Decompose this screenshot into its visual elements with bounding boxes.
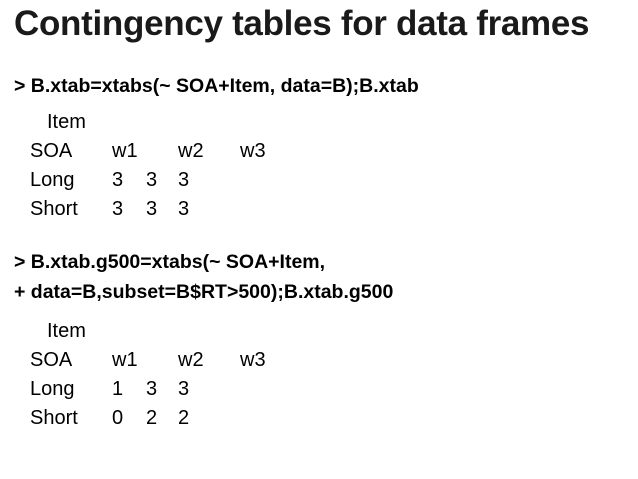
row-label: Short [30, 198, 78, 220]
column-header: w3 [240, 140, 266, 162]
column-header: w2 [178, 140, 204, 162]
table-cell: 2 [178, 407, 190, 429]
table-cell: 3 [146, 198, 158, 220]
table-cell: 3 [178, 378, 190, 400]
table-cell: 1 [112, 378, 124, 400]
table-cell: 3 [178, 169, 190, 191]
col-var-label: Item [47, 111, 86, 133]
column-header: w1 [112, 140, 138, 162]
table-cell: 3 [146, 378, 158, 400]
column-header: w2 [178, 349, 204, 371]
column-header: w1 [112, 349, 138, 371]
table-cell: 3 [146, 169, 158, 191]
command-xtab-g500-line1: > B.xtab.g500=xtabs(~ SOA+Item, [14, 251, 326, 273]
table-cell: 3 [112, 169, 124, 191]
column-header: w3 [240, 349, 266, 371]
row-var-label: SOA [30, 140, 73, 162]
table-cell: 3 [178, 198, 190, 220]
row-var-label: SOA [30, 349, 73, 371]
slide-title: Contingency tables for data frames [14, 4, 590, 43]
table-cell: 3 [112, 198, 124, 220]
table-cell: 0 [112, 407, 124, 429]
command-xtab-g500-line2: + data=B,subset=B$RT>500);B.xtab.g500 [14, 281, 394, 303]
row-label: Long [30, 169, 75, 191]
row-label: Long [30, 378, 75, 400]
row-label: Short [30, 407, 78, 429]
col-var-label: Item [47, 320, 86, 342]
table-cell: 2 [146, 407, 158, 429]
command-xtab: > B.xtab=xtabs(~ SOA+Item, data=B);B.xta… [14, 75, 419, 97]
